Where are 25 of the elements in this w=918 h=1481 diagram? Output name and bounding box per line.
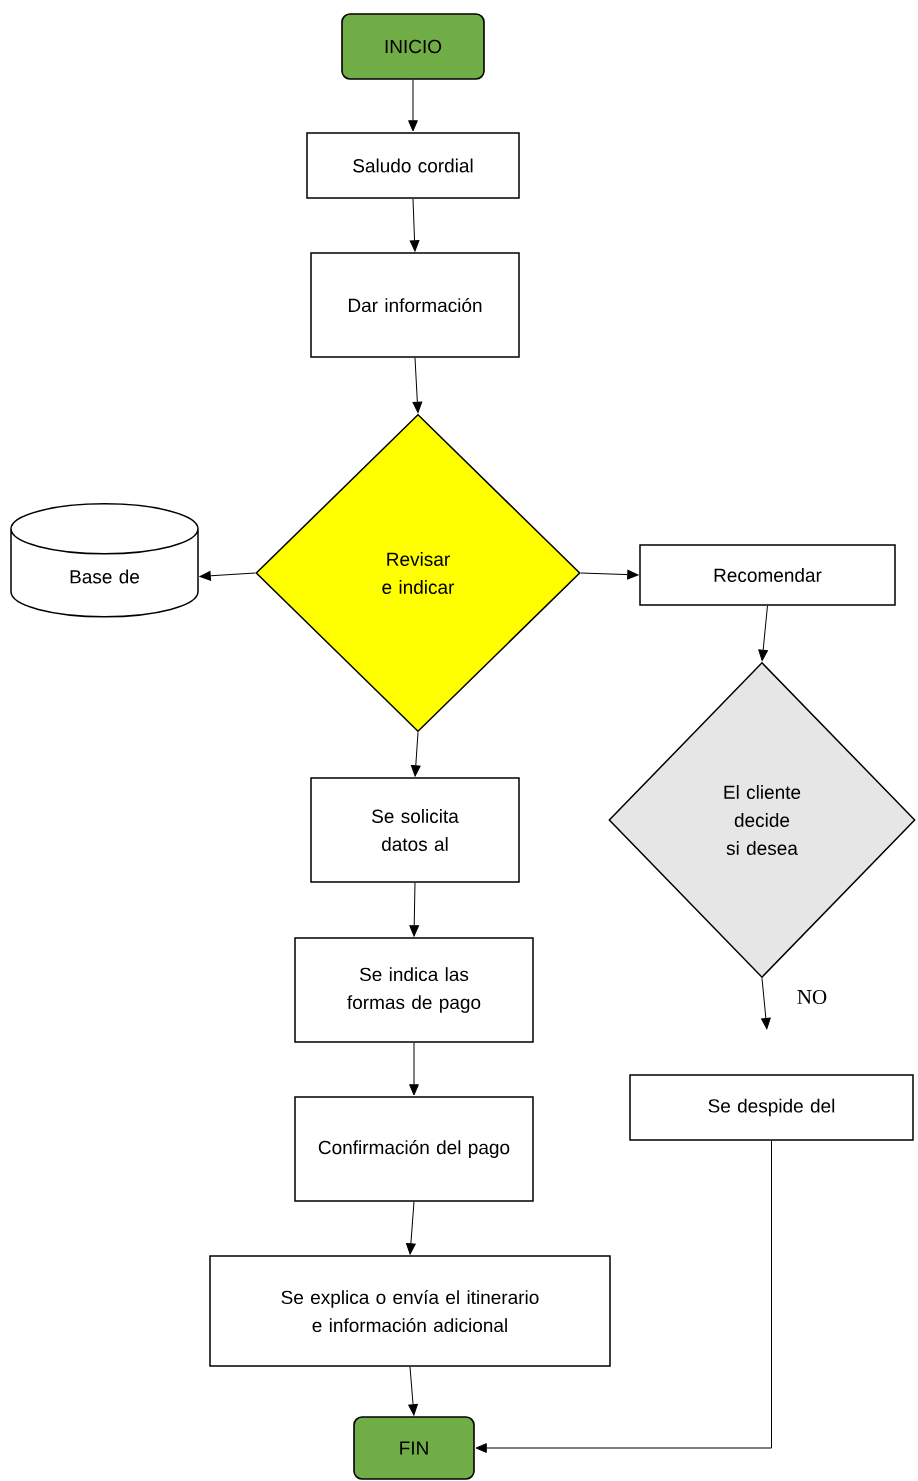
process-box: Se despide del — [629, 1074, 914, 1141]
process-box: Se solicita datos al — [310, 777, 520, 883]
database-cylinder: Base de — [10, 503, 199, 618]
process-box: Recomendar — [639, 544, 896, 606]
arrow — [410, 731, 421, 777]
arrow — [408, 79, 418, 132]
arrow — [199, 570, 256, 581]
process-box: Se explica o envía el itinerario e información adicional — [209, 1255, 611, 1367]
arrow — [409, 198, 420, 252]
process-box: Dar información — [310, 252, 520, 358]
arrow — [409, 882, 420, 937]
arrow — [409, 1042, 419, 1096]
arrow — [475, 1140, 772, 1453]
arrow — [580, 569, 639, 580]
arrow — [758, 605, 768, 661]
arrow — [408, 1366, 418, 1416]
arrow — [761, 977, 771, 1030]
edge-label: NO — [795, 988, 829, 1006]
terminal-box: FIN — [353, 1416, 475, 1480]
process-box: Se indica las formas de pago — [294, 937, 534, 1043]
process-box: Saludo cordial — [306, 132, 520, 199]
arrow — [412, 357, 423, 413]
arrow — [406, 1201, 416, 1255]
process-box: Confirmación del pago — [294, 1096, 534, 1202]
terminal-box: INICIO — [341, 13, 485, 80]
